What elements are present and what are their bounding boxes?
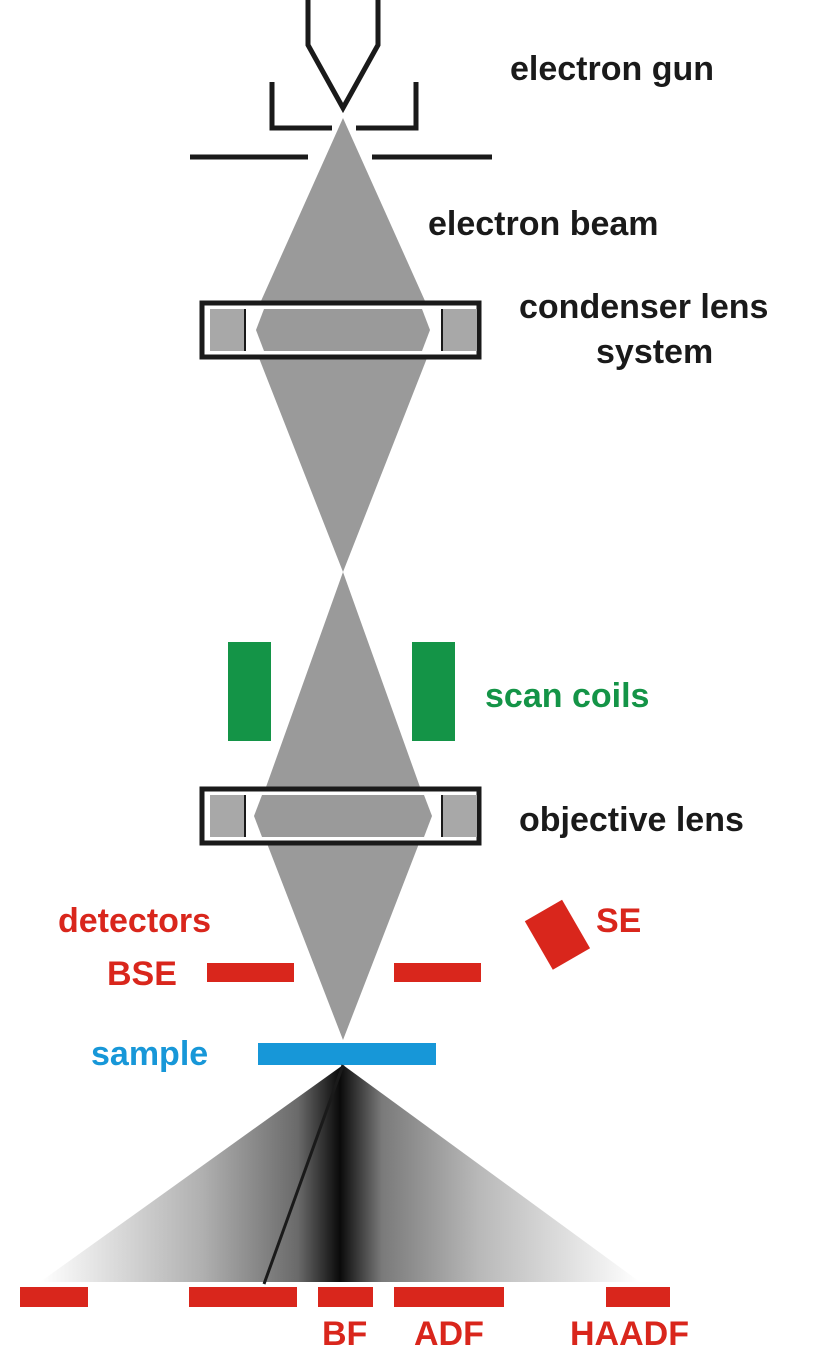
objective-lens-icon [199, 786, 482, 846]
label-detectors: detectors [58, 902, 211, 940]
label-sample: sample [91, 1035, 208, 1073]
label-bf: BF [322, 1315, 367, 1349]
haadf-detector-left [20, 1287, 88, 1307]
scattered-electrons-cone [40, 1065, 640, 1282]
label-condenser-system: system [596, 333, 713, 371]
scattered-ray [262, 1064, 345, 1285]
bf-detector [318, 1287, 373, 1307]
label-se: SE [596, 902, 641, 940]
adf-detector-left [189, 1287, 297, 1307]
bse-detector-left [207, 963, 294, 982]
label-bse: BSE [107, 955, 177, 993]
scan-coil-right [412, 642, 455, 741]
scan-coil-left [228, 642, 271, 741]
adf-detector-right [394, 1287, 504, 1307]
label-haadf: HAADF [570, 1315, 689, 1349]
label-electron-beam: electron beam [428, 205, 659, 243]
sample-bar [258, 1043, 436, 1065]
se-detector [524, 899, 591, 970]
haadf-detector-right [606, 1287, 670, 1307]
electron-gun-icon [269, 0, 419, 131]
label-objective-lens: objective lens [519, 801, 744, 839]
label-scan-coils: scan coils [485, 677, 649, 715]
label-electron-gun: electron gun [510, 50, 714, 88]
condenser-lens-icon [199, 300, 482, 360]
label-condenser-lens: condenser lens [519, 288, 768, 326]
label-adf: ADF [414, 1315, 484, 1349]
bse-detector-right [394, 963, 481, 982]
